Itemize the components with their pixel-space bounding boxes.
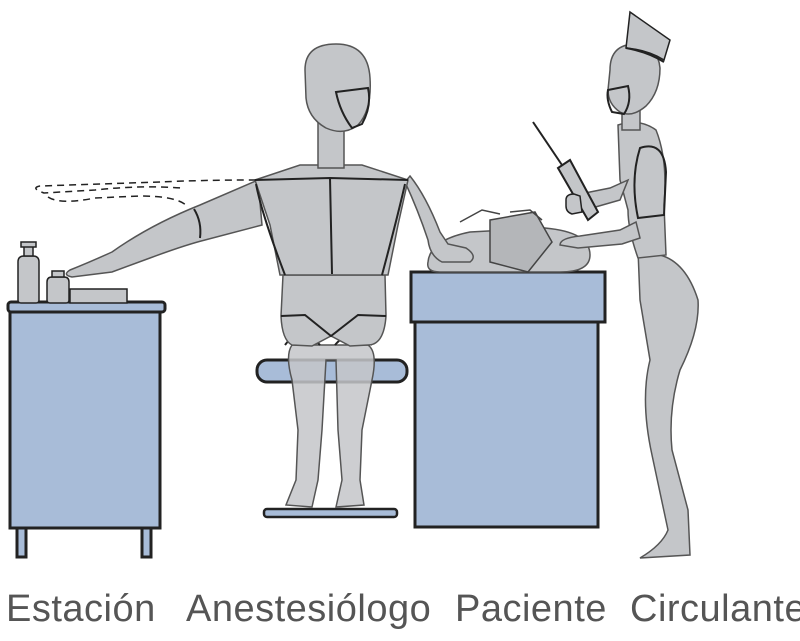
- label-anesthesiologist: Anestesiólogo: [186, 588, 431, 631]
- table-base: [415, 318, 598, 527]
- reach-line-lower: [48, 196, 186, 205]
- stool-base: [264, 509, 397, 517]
- tall-bottle: [18, 256, 39, 303]
- table-top: [411, 272, 605, 322]
- circulating-hand: [566, 194, 582, 214]
- anesthesiologist-head: [305, 44, 370, 131]
- short-bottle-cap: [52, 271, 64, 277]
- station-tray: [70, 289, 127, 303]
- label-circulating: Circulante: [630, 588, 800, 631]
- short-bottle: [47, 277, 69, 303]
- tall-bottle-cap: [21, 242, 36, 247]
- reach-line-upper: [36, 180, 256, 193]
- station-cabinet: [10, 308, 160, 528]
- label-patient: Paciente: [455, 588, 607, 631]
- station-leg-left: [17, 525, 26, 557]
- anesthesiologist-left-arm: [66, 180, 262, 277]
- station-cart: [8, 242, 165, 557]
- anesthesiologist-hips: [281, 275, 386, 346]
- anesthesiologist-right-arm: [405, 176, 473, 262]
- station-leg-right: [142, 525, 151, 557]
- stool-seat: [257, 360, 407, 382]
- circulating-legs: [638, 250, 698, 558]
- label-station: Estación: [6, 588, 156, 631]
